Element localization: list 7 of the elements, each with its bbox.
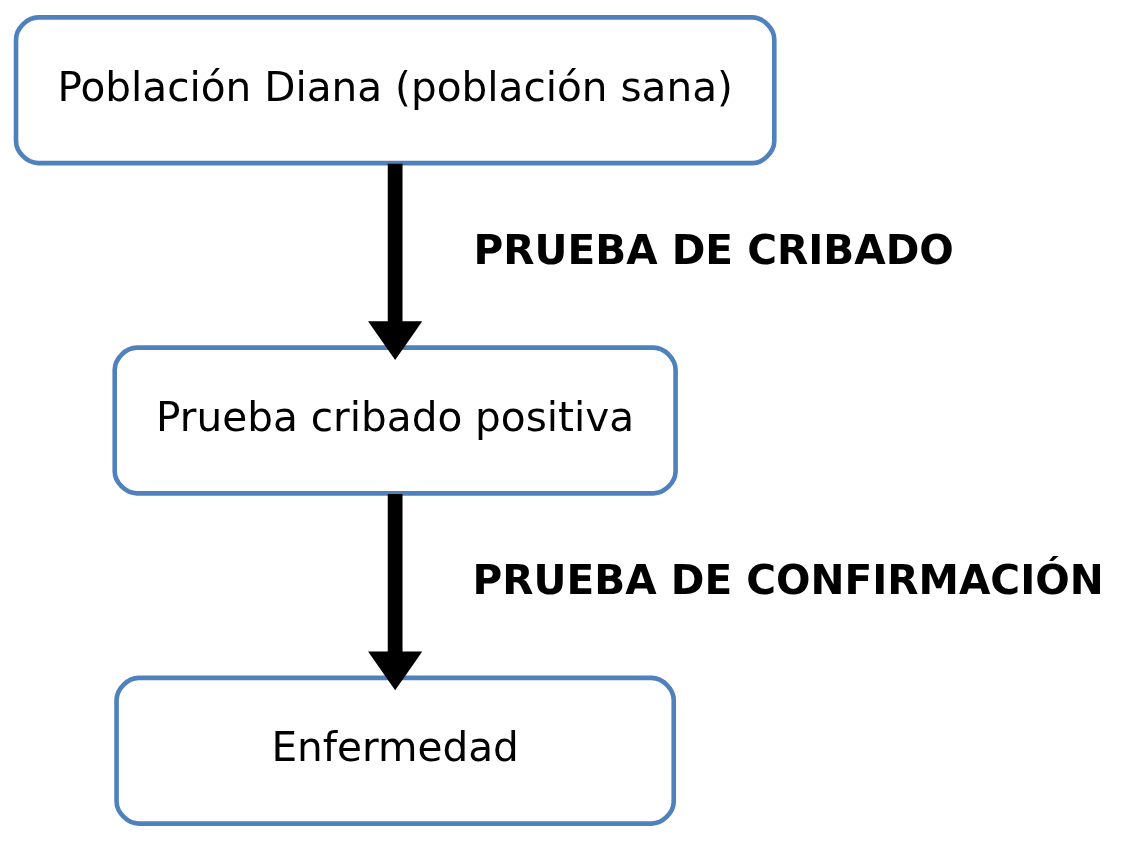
node-box: Prueba cribado positiva (112, 345, 678, 496)
arrow (368, 163, 423, 361)
edge-label: PRUEBA DE CRIBADO (473, 225, 954, 274)
edge-label: PRUEBA DE CONFIRMACIÓN (472, 556, 1104, 605)
arrow (368, 494, 423, 691)
node-box: Enfermedad (114, 675, 677, 826)
node-box: Población Diana (población sana) (13, 15, 777, 166)
